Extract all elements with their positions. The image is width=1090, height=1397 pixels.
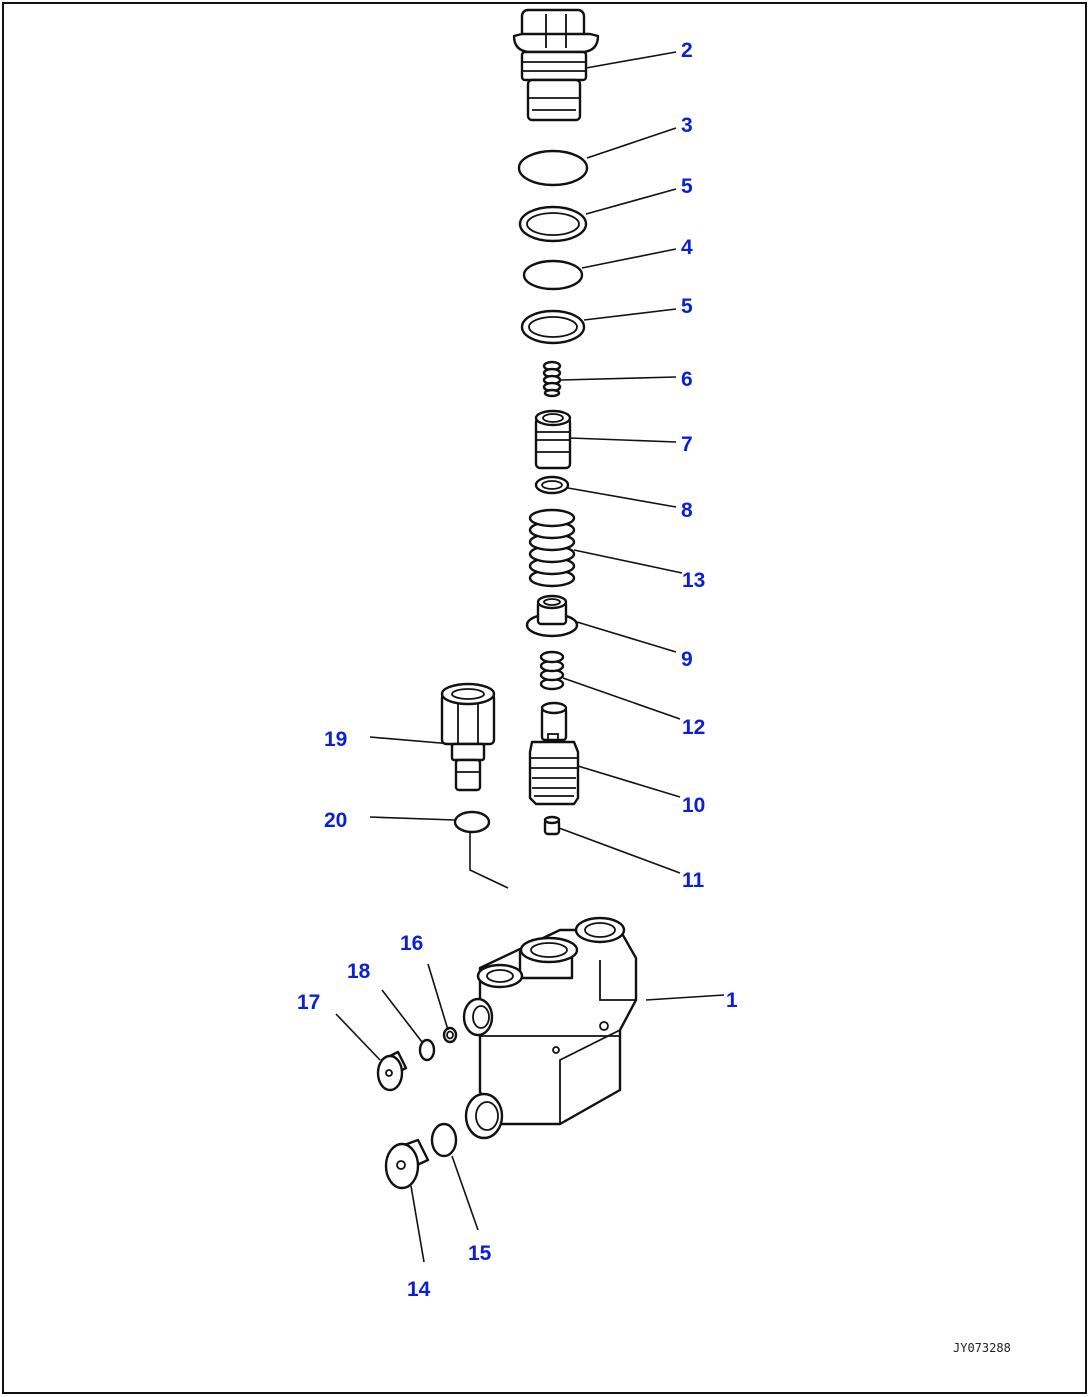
assembly-line-20 [469,833,509,889]
part-13-spring [528,508,576,588]
callout-19: 19 [324,728,347,751]
part-16-plug [442,1026,458,1044]
part-9-retainer [525,594,579,638]
part-18-o-ring [418,1038,436,1062]
part-7-sleeve [534,409,572,470]
part-20-o-ring [453,810,491,834]
callout-10: 10 [682,794,705,817]
callout-15: 15 [468,1242,492,1265]
part-15-o-ring [430,1122,458,1158]
callout-7: 7 [681,433,693,456]
part-10-spool [528,701,580,806]
leader-lines [335,51,725,1263]
callout-17: 17 [297,991,320,1014]
part-5-backup-ring-upper [518,205,588,243]
part-14-plug [384,1138,430,1190]
part-12-spring [539,650,565,691]
part-11-ball [543,815,561,836]
part-1-valve-body [462,916,638,1140]
part-4-o-ring [522,259,584,291]
part-6-spring [542,360,562,398]
callout-5-upper: 5 [681,175,693,198]
drawing-code: JY073288 [953,1341,1011,1355]
part-2-plug [512,8,600,122]
part-17-plug [376,1050,408,1092]
callout-18: 18 [347,960,371,983]
part-5-backup-ring-lower [520,309,586,345]
callout-20: 20 [324,809,347,832]
callout-1: 1 [726,989,738,1012]
callout-16: 16 [400,932,423,955]
callout-3: 3 [681,114,693,137]
part-19-fitting [440,682,496,792]
callout-9: 9 [681,648,693,671]
callout-11: 11 [682,869,705,892]
callout-4: 4 [681,236,693,259]
callout-2: 2 [681,39,693,62]
callout-14: 14 [407,1278,431,1301]
part-8-ring [534,475,570,495]
callout-6: 6 [681,368,693,391]
callout-5-lower: 5 [681,295,693,318]
part-3-o-ring [517,149,589,187]
callout-13: 13 [682,569,705,592]
callout-8: 8 [681,499,693,522]
callout-12: 12 [682,716,705,739]
